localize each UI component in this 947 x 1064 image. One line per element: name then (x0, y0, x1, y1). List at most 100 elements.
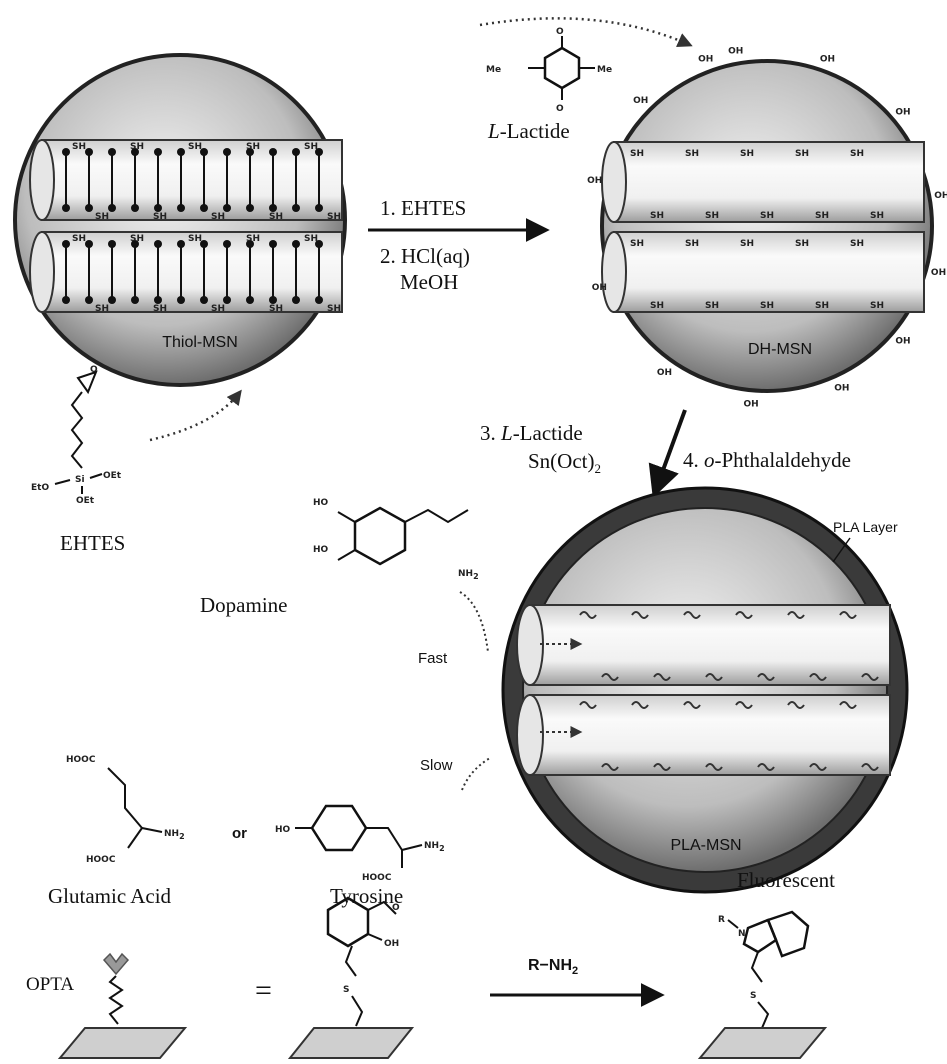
thiol-chain (131, 240, 139, 304)
step-3-label-line2: Sn(Oct)2 (528, 449, 601, 476)
dh-msn-particle: SHSHSHSHSHSHSHSHSHSHSHSHSHSHSHSHSHSHSHSH… (587, 47, 947, 410)
fluorescent-label: Fluorescent (737, 868, 835, 892)
sh-group-label: SH (870, 301, 884, 311)
opta-mark-icon (653, 763, 671, 771)
opta-structure-detail: O OH S (326, 896, 400, 1027)
opta-mark-icon (809, 763, 827, 771)
dopamine-ring (353, 506, 407, 566)
opta-linker (108, 975, 124, 1025)
sh-group-label: SH (740, 149, 754, 159)
opta-mark-icon (631, 701, 649, 709)
opta-symbol (102, 952, 130, 1025)
svg-text:EtO: EtO (31, 483, 49, 493)
sh-group-label: SH (269, 304, 283, 314)
thiol-chain (269, 240, 277, 304)
sh-group-label: SH (72, 142, 86, 152)
sh-group-label: SH (795, 149, 809, 159)
sh-group-label: SH (815, 301, 829, 311)
oh-group-label: OH (934, 191, 947, 201)
svg-text:HO: HO (313, 545, 329, 555)
rnh2-reagent: R−NH2 (528, 957, 578, 977)
pla-msn-particle: PLA-MSN (501, 486, 909, 894)
thiol-chain (315, 240, 323, 304)
step-2-label-line2: MeOH (400, 270, 458, 294)
sh-group-label: SH (685, 239, 699, 249)
opta-mark-icon (683, 701, 701, 709)
thiol-chain (200, 240, 208, 304)
sh-group-label: SH (188, 234, 202, 244)
thiol-chain (223, 240, 231, 304)
oh-group-label: OH (633, 96, 648, 106)
opta-glyph-icon (102, 952, 130, 976)
opta-mark-icon (839, 611, 857, 619)
sh-group-label: SH (327, 212, 341, 222)
svg-text:O: O (392, 903, 400, 913)
svg-text:HOOC: HOOC (86, 855, 116, 865)
opta-mark-icon (705, 673, 723, 681)
svg-text:NH2: NH2 (164, 829, 185, 841)
svg-text:HO: HO (275, 825, 291, 835)
thiol-chain (62, 240, 70, 304)
lactide-ring (543, 46, 581, 90)
lactide-structure: O O Me Me (486, 27, 612, 114)
dh-pore-1 (613, 141, 925, 223)
thiol-msn-label: Thiol-MSN (162, 334, 238, 351)
thiol-chain (85, 148, 93, 212)
pla-pore-1-opening (516, 604, 544, 686)
oh-group-label: OH (895, 108, 910, 118)
surface-slab-3 (697, 1027, 828, 1059)
opta-mark-icon (861, 673, 879, 681)
opta-mark-icon (735, 701, 753, 709)
opta-label: OPTA (26, 974, 74, 995)
sh-group-label: SH (211, 212, 225, 222)
opta-mark-icon (757, 763, 775, 771)
opta-mark-icon (735, 611, 753, 619)
pla-opta-groups (579, 611, 879, 771)
lactide-me-right: Me (597, 65, 612, 75)
opta-mark-icon (757, 673, 775, 681)
pla-layer-pointer (832, 537, 851, 563)
surface-slab-1 (57, 1027, 188, 1059)
sh-group-label: SH (850, 149, 864, 159)
oh-group-label: OH (657, 368, 672, 378)
sh-group-label: SH (304, 142, 318, 152)
pla-layer-label: PLA Layer (833, 519, 898, 535)
svg-text:O: O (556, 27, 564, 37)
sh-group-label: SH (130, 142, 144, 152)
dh-msn-label: DH-MSN (748, 341, 812, 358)
thiol-chain (315, 148, 323, 212)
thiol-pore-2-opening (29, 231, 55, 313)
lactide-dotted-arrow (479, 17, 693, 47)
sh-group-label: SH (650, 301, 664, 311)
thiol-chain (108, 240, 116, 304)
sh-group-label: SH (95, 212, 109, 222)
opta-mark-icon (787, 611, 805, 619)
sh-group-label: SH (795, 239, 809, 249)
sh-group-label: SH (188, 142, 202, 152)
step-1-label: 1. EHTES (380, 196, 466, 220)
ehtes-name: EHTES (60, 531, 125, 555)
opta-mark-icon (861, 763, 879, 771)
sh-group-label: SH (760, 211, 774, 221)
opta-mark-icon (653, 673, 671, 681)
thiol-chain (177, 148, 185, 212)
opta-mark-icon (705, 763, 723, 771)
step-3-label-line1: 3. L-Lactide (480, 421, 583, 445)
opta-mark-icon (839, 701, 857, 709)
thiol-chain (292, 240, 300, 304)
opta-mark-icon (579, 701, 597, 709)
sh-group-label: SH (740, 239, 754, 249)
svg-text:HOOC: HOOC (362, 873, 392, 883)
glutamic-acid-structure: HOOC NH2 HOOC (66, 755, 185, 865)
sh-group-label: SH (130, 234, 144, 244)
thiol-chain (292, 148, 300, 212)
svg-text:Si: Si (75, 475, 85, 485)
sh-group-label: SH (304, 234, 318, 244)
oh-group-label: OH (698, 55, 713, 65)
sh-group-label: SH (153, 212, 167, 222)
svg-text:HOOC: HOOC (66, 755, 96, 765)
svg-text:HO: HO (313, 498, 329, 508)
thiol-chain (62, 148, 70, 212)
